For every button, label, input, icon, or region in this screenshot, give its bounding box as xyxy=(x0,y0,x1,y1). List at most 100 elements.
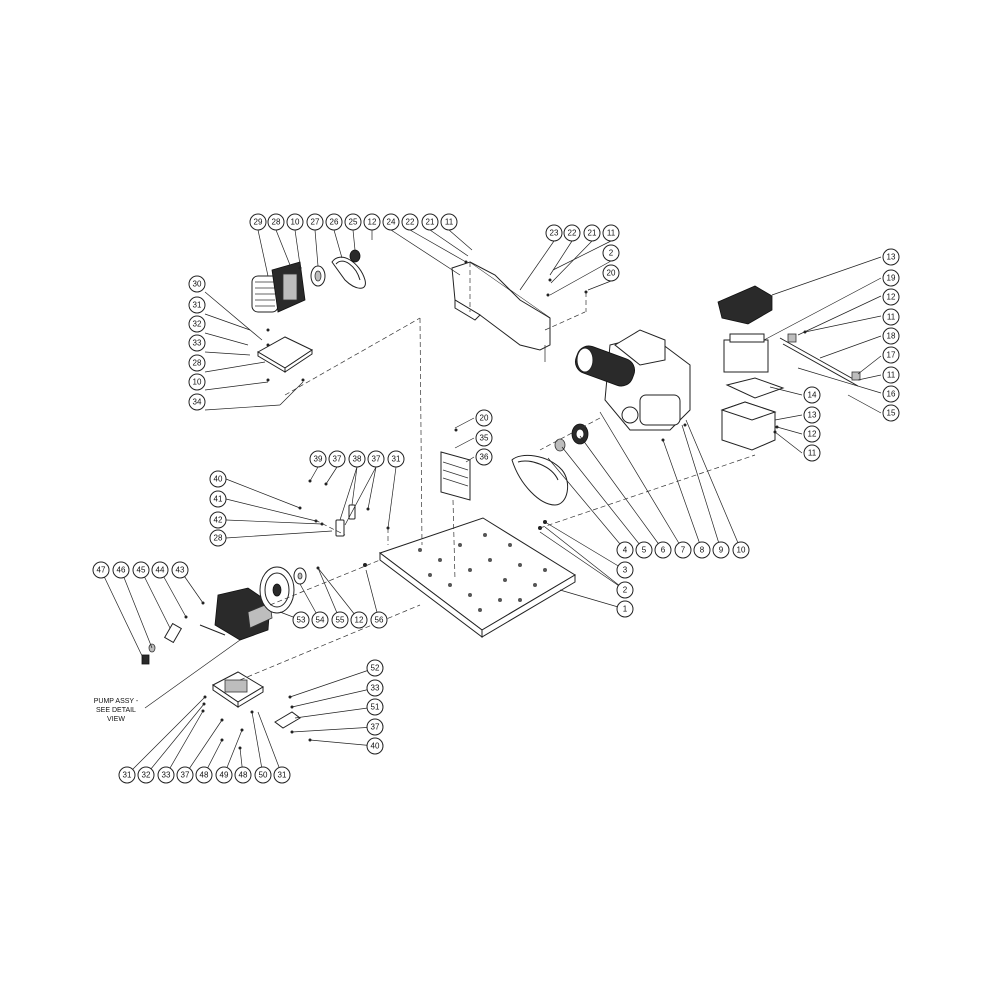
drive-pulley-small xyxy=(349,249,361,263)
svg-text:32: 32 xyxy=(193,320,202,329)
callout-balloon: 15 xyxy=(882,404,900,422)
callout-balloon: 40 xyxy=(209,470,227,488)
svg-text:39: 39 xyxy=(314,455,323,464)
callout-balloon: 29 xyxy=(249,213,267,231)
svg-text:45: 45 xyxy=(137,566,146,575)
svg-text:26: 26 xyxy=(330,218,339,227)
svg-text:28: 28 xyxy=(214,534,223,543)
callout-balloon: 54 xyxy=(311,611,329,629)
svg-text:51: 51 xyxy=(371,703,380,712)
callouts-left-hardware: 39 37 38 37 31 xyxy=(309,450,405,468)
callout-balloon: 2 xyxy=(602,244,620,262)
callout-balloon: 33 xyxy=(188,334,206,352)
svg-text:14: 14 xyxy=(808,391,817,400)
svg-text:28: 28 xyxy=(272,218,281,227)
callout-balloon: 48 xyxy=(195,766,213,784)
callout-balloon: 48 xyxy=(234,766,252,784)
svg-text:13: 13 xyxy=(887,253,896,262)
svg-text:10: 10 xyxy=(291,218,300,227)
svg-text:36: 36 xyxy=(480,453,489,462)
callout-balloon: 28 xyxy=(209,529,227,547)
callout-balloon: 6 xyxy=(654,541,672,559)
svg-text:5: 5 xyxy=(642,546,647,555)
svg-text:32: 32 xyxy=(142,771,151,780)
callout-balloon: 55 xyxy=(331,611,349,629)
belt-guard-shroud xyxy=(451,261,551,362)
callouts-center-bracket: 20 35 36 xyxy=(475,409,493,466)
battery-pad xyxy=(725,377,785,399)
callout-balloon: 39 xyxy=(309,450,327,468)
callout-balloon: 41 xyxy=(209,490,227,508)
svg-text:27: 27 xyxy=(311,218,320,227)
callout-balloon: 34 xyxy=(188,393,206,411)
callout-balloon: 12 xyxy=(363,213,381,231)
callout-balloon: 12 xyxy=(350,611,368,629)
callouts-left-bolts: 40 41 42 28 xyxy=(209,470,227,547)
callout-balloon: 31 xyxy=(118,766,136,784)
callout-balloon: 38 xyxy=(348,450,366,468)
svg-text:11: 11 xyxy=(445,218,454,227)
note-line-1: PUMP ASSY - xyxy=(94,698,139,705)
callout-balloon: 30 xyxy=(188,275,206,293)
svg-text:49: 49 xyxy=(220,771,229,780)
callout-balloon: 22 xyxy=(563,224,581,242)
svg-text:44: 44 xyxy=(156,566,165,575)
svg-text:10: 10 xyxy=(737,546,746,555)
svg-text:13: 13 xyxy=(808,411,817,420)
svg-text:43: 43 xyxy=(176,566,185,575)
callout-balloon: 26 xyxy=(325,213,343,231)
motor-mount-plate xyxy=(256,336,314,373)
callouts-pump-base-bottom: 31 32 33 37 48 49 48 50 31 xyxy=(118,766,291,784)
svg-text:48: 48 xyxy=(200,771,209,780)
callout-balloon: 11 xyxy=(803,444,821,462)
callout-balloon: 40 xyxy=(366,737,384,755)
svg-text:41: 41 xyxy=(214,495,223,504)
svg-text:25: 25 xyxy=(349,218,358,227)
callout-balloon: 47 xyxy=(92,561,110,579)
callout-balloon: 21 xyxy=(583,224,601,242)
svg-text:2: 2 xyxy=(623,586,628,595)
svg-text:12: 12 xyxy=(808,430,817,439)
callout-balloon: 13 xyxy=(882,248,900,266)
callouts-top-motor: 29 28 10 27 26 25 12 24 22 21 11 xyxy=(249,213,458,231)
pump-assy-note: PUMP ASSY - SEE DETAIL VIEW xyxy=(94,698,139,723)
svg-text:8: 8 xyxy=(700,546,705,555)
svg-text:37: 37 xyxy=(333,455,342,464)
callout-balloon: 3 xyxy=(616,561,634,579)
svg-text:31: 31 xyxy=(278,771,287,780)
pump-bushing xyxy=(293,567,307,585)
svg-text:42: 42 xyxy=(214,516,223,525)
svg-text:40: 40 xyxy=(214,475,223,484)
center-bracket xyxy=(440,451,471,501)
callout-balloon: 46 xyxy=(112,561,130,579)
callout-balloon: 53 xyxy=(292,611,310,629)
engine xyxy=(604,329,691,431)
callout-balloon: 36 xyxy=(475,448,493,466)
callout-balloon: 4 xyxy=(616,541,634,559)
svg-text:35: 35 xyxy=(480,434,489,443)
callout-balloon: 11 xyxy=(602,224,620,242)
svg-text:20: 20 xyxy=(480,414,489,423)
svg-text:12: 12 xyxy=(368,218,377,227)
callout-balloon: 32 xyxy=(137,766,155,784)
callout-balloon: 21 xyxy=(421,213,439,231)
callouts-shroud-right: 23 22 21 11 2 20 xyxy=(545,224,620,282)
callout-balloon: 24 xyxy=(382,213,400,231)
callout-balloon: 11 xyxy=(882,366,900,384)
svg-text:7: 7 xyxy=(681,546,686,555)
svg-text:4: 4 xyxy=(623,546,628,555)
svg-text:31: 31 xyxy=(193,301,202,310)
callout-balloon: 20 xyxy=(475,409,493,427)
callout-balloon: 19 xyxy=(882,269,900,287)
callout-balloon: 10 xyxy=(188,373,206,391)
callout-balloon: 22 xyxy=(401,213,419,231)
battery-box xyxy=(720,401,777,451)
svg-text:1: 1 xyxy=(623,605,628,614)
svg-text:52: 52 xyxy=(371,664,380,673)
svg-text:34: 34 xyxy=(193,398,202,407)
svg-text:31: 31 xyxy=(392,455,401,464)
base-plate xyxy=(378,517,576,639)
svg-text:48: 48 xyxy=(239,771,248,780)
callouts-pulley: 53 54 55 12 56 xyxy=(292,611,388,629)
callout-balloon: 25 xyxy=(344,213,362,231)
